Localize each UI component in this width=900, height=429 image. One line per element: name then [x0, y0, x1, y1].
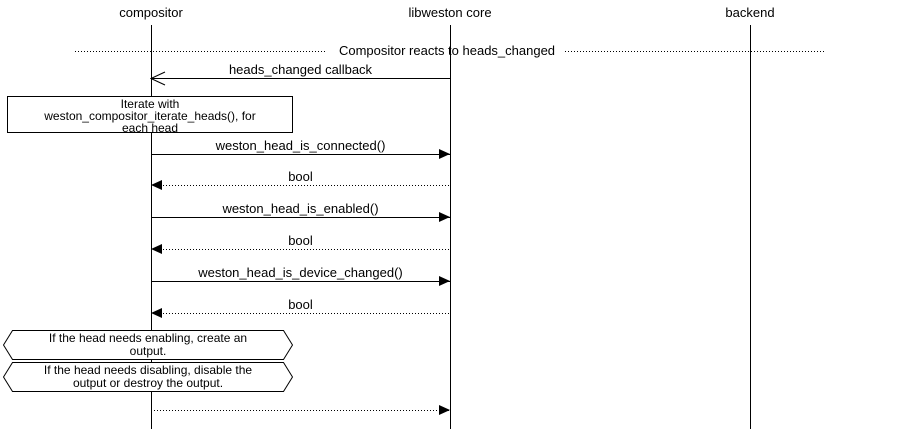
participant-label-libweston-core: libweston core [408, 5, 492, 20]
note-box: Iterate with weston_compositor_iterate_h… [7, 96, 293, 134]
message-line [151, 217, 450, 218]
open-arrowhead-left-icon [149, 71, 166, 91]
filled-arrowhead-right-icon [439, 276, 450, 286]
message-label: weston_head_is_enabled() [222, 201, 379, 216]
condition-hexagon [3, 362, 293, 392]
condition-hexagon [3, 330, 293, 360]
message-label: bool [288, 233, 313, 248]
participant-label-compositor: compositor [119, 5, 183, 20]
divider-label: Compositor reacts to heads_changed [338, 43, 556, 58]
message-label: heads_changed callback [228, 62, 373, 77]
lifeline-libweston-core [450, 25, 451, 429]
filled-arrowhead-left-icon [151, 180, 162, 190]
condition-label: If the head needs disabling, disable the… [43, 363, 253, 390]
message-line [151, 410, 450, 411]
divider-line-left [75, 51, 325, 52]
divider-line-right [565, 51, 825, 52]
filled-arrowhead-left-icon [151, 244, 162, 254]
message-label: bool [288, 169, 313, 184]
message-line [151, 313, 450, 314]
message-line [151, 281, 450, 282]
message-line [151, 78, 450, 79]
lifeline-backend [750, 25, 751, 429]
message-label: bool [288, 297, 313, 312]
lifeline-compositor [151, 25, 152, 429]
message-label: weston_head_is_connected() [215, 138, 386, 153]
filled-arrowhead-right-icon [439, 212, 450, 222]
message-line [151, 154, 450, 155]
message-label: weston_head_is_device_changed() [198, 265, 403, 280]
message-line [151, 249, 450, 250]
participant-label-backend: backend [725, 5, 775, 20]
condition-label: If the head needs enabling, create an ou… [48, 331, 248, 358]
filled-arrowhead-right-icon [439, 405, 450, 415]
filled-arrowhead-left-icon [151, 308, 162, 318]
message-line [151, 185, 450, 186]
filled-arrowhead-right-icon [439, 149, 450, 159]
